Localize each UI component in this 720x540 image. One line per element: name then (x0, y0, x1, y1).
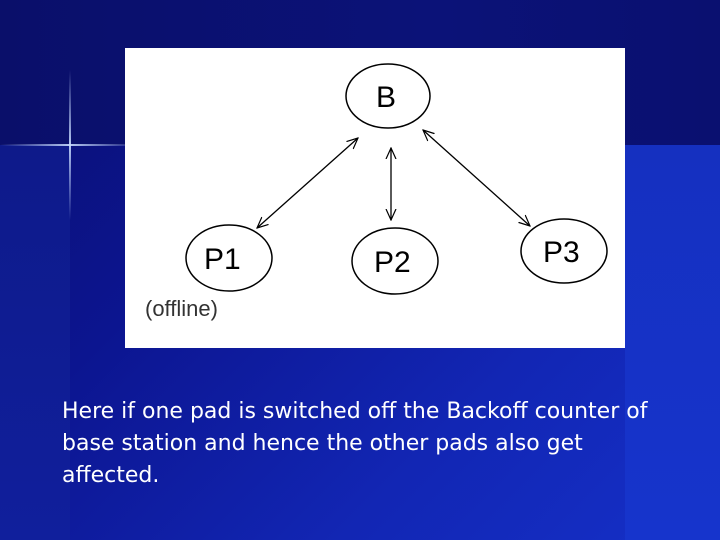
diagram-svg: B P1 P2 P3 (offline) (145, 63, 608, 321)
node-p1 (185, 224, 273, 292)
edge-b-p3 (423, 130, 530, 226)
edge-b-p1 (257, 138, 358, 228)
node-p2 (351, 227, 439, 295)
slide-caption: Here if one pad is switched off the Back… (62, 399, 648, 488)
node-b (345, 63, 431, 129)
node-b-label: B (376, 81, 396, 114)
background-left-strip (0, 145, 70, 540)
node-p3 (520, 218, 608, 284)
node-p2-label: P2 (374, 246, 411, 279)
node-p3-label: P3 (543, 236, 580, 269)
background-right-panel (625, 145, 720, 540)
node-p1-label: P1 (204, 243, 241, 276)
sparkle-vertical (69, 70, 71, 220)
network-diagram: B P1 P2 P3 (offline) (125, 48, 625, 348)
p1-offline-note: (offline) (145, 296, 218, 321)
